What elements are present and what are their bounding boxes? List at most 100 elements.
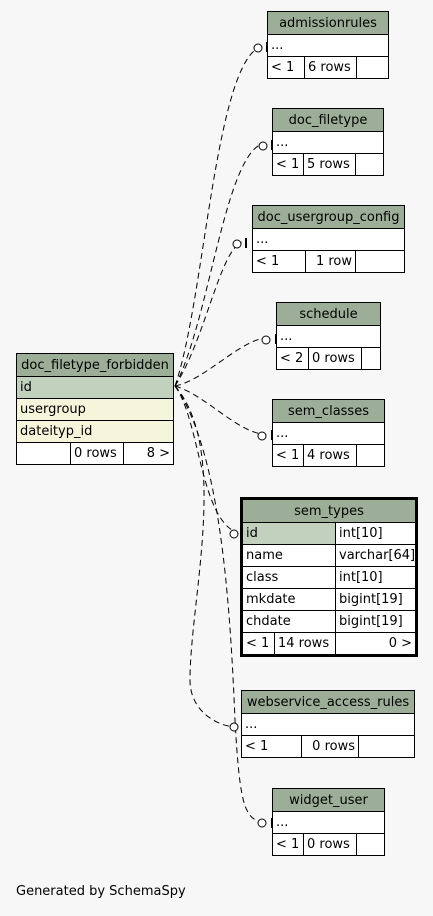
- table-doc-usergroup-config[interactable]: doc_usergroup_config ... < 1 1 row: [252, 205, 405, 273]
- column-row[interactable]: ...: [253, 228, 404, 250]
- column-ellipsis: ...: [271, 38, 284, 53]
- row-count: 5 rows: [303, 154, 355, 175]
- relation-admissionrules: [174, 45, 263, 387]
- column-name: id: [20, 380, 32, 395]
- table-stats: < 1 0 rows: [273, 833, 384, 855]
- children-count: [358, 736, 414, 757]
- column-row[interactable]: id: [17, 376, 173, 398]
- table-webservice-access-rules[interactable]: webservice_access_rules ... < 1 0 rows: [241, 690, 415, 758]
- table-header: webservice_access_rules: [242, 691, 414, 713]
- relation-sem-classes: [174, 385, 263, 435]
- row-count: 0 rows: [308, 348, 361, 369]
- column-row[interactable]: ...: [277, 325, 380, 347]
- column-ellipsis: ...: [276, 135, 289, 150]
- parents-count: < 1: [246, 636, 270, 651]
- table-stats: < 1 6 rows: [268, 56, 388, 78]
- column-row[interactable]: ...: [268, 34, 388, 56]
- column-name: usergroup: [20, 402, 86, 417]
- optional-marker-doc-filetype: [258, 141, 268, 151]
- table-header: sem_classes: [273, 400, 384, 422]
- footer-credit: Generated by SchemaSpy: [16, 884, 186, 899]
- parents-count: < 2: [280, 351, 304, 366]
- children-count: [356, 445, 384, 466]
- column-row[interactable]: id int[10]: [243, 522, 415, 544]
- table-header: doc_filetype_forbidden: [17, 354, 173, 376]
- parents-count: [17, 443, 70, 464]
- parents-count: < 1: [271, 60, 295, 75]
- column-row[interactable]: ...: [273, 422, 384, 444]
- column-row[interactable]: ...: [242, 713, 414, 735]
- parents-count: < 1: [256, 254, 280, 269]
- table-schedule[interactable]: schedule ... < 2 0 rows: [276, 302, 381, 370]
- table-stats: < 1 0 rows: [242, 735, 414, 757]
- parents-count: < 1: [276, 448, 300, 463]
- column-ellipsis: ...: [276, 426, 289, 441]
- row-count: 14 rows: [274, 633, 335, 654]
- row-count: 1 row: [305, 251, 355, 272]
- column-type: int[10]: [335, 523, 415, 544]
- row-count: 0 rows: [303, 834, 356, 855]
- children-count: [356, 57, 388, 78]
- children-count: [356, 834, 384, 855]
- table-header: widget_user: [273, 789, 384, 811]
- table-header: sem_types: [243, 500, 415, 522]
- column-ellipsis: ...: [276, 815, 289, 830]
- table-sem-types[interactable]: sem_types id int[10] name varchar[64] cl…: [240, 497, 418, 657]
- table-doc-filetype-forbidden[interactable]: doc_filetype_forbidden id usergroup date…: [16, 353, 174, 465]
- column-type: bigint[19]: [335, 611, 415, 632]
- column-row[interactable]: ...: [273, 811, 384, 833]
- children-count: 8 >: [123, 443, 173, 464]
- column-type: varchar[64]: [335, 545, 415, 566]
- column-row[interactable]: mkdate bigint[19]: [243, 588, 415, 610]
- column-row[interactable]: name varchar[64]: [243, 544, 415, 566]
- table-stats: 0 rows 8 >: [17, 442, 173, 464]
- table-stats: < 1 5 rows: [273, 153, 383, 175]
- column-ellipsis: ...: [256, 232, 269, 247]
- table-stats: < 1 14 rows 0 >: [243, 632, 415, 654]
- column-ellipsis: ...: [245, 717, 258, 732]
- column-row[interactable]: usergroup: [17, 398, 173, 420]
- optional-marker-schedule: [261, 335, 271, 345]
- column-name: mkdate: [246, 592, 296, 607]
- optional-marker-sem-types: [229, 529, 239, 539]
- table-header: admissionrules: [268, 12, 388, 34]
- parents-count: < 1: [276, 837, 300, 852]
- table-stats: < 1 1 row: [253, 250, 404, 272]
- relation-doc-filetype: [174, 142, 266, 387]
- table-admissionrules[interactable]: admissionrules ... < 1 6 rows: [267, 11, 389, 79]
- table-sem-classes[interactable]: sem_classes ... < 1 4 rows: [272, 399, 385, 467]
- column-row[interactable]: dateityp_id: [17, 420, 173, 442]
- relation-doc-usergroup-config: [174, 241, 243, 387]
- optional-marker-admissionrules: [253, 43, 263, 53]
- row-count: 0 rows: [301, 736, 358, 757]
- column-row[interactable]: chdate bigint[19]: [243, 610, 415, 632]
- column-name: name: [246, 548, 283, 563]
- column-row[interactable]: ...: [273, 131, 383, 153]
- column-type: int[10]: [335, 567, 415, 588]
- relation-sem-types: [174, 385, 239, 534]
- optional-marker-widget-user: [257, 818, 267, 828]
- column-ellipsis: ...: [280, 329, 293, 344]
- column-name: chdate: [246, 614, 291, 629]
- table-header: doc_filetype: [273, 109, 383, 131]
- optional-marker-doc-usergroup-config: [232, 239, 242, 249]
- children-count: [355, 154, 383, 175]
- relation-widget-user: [174, 385, 267, 824]
- optional-marker-sem-classes: [257, 431, 267, 441]
- table-stats: < 1 4 rows: [273, 444, 384, 466]
- column-name: dateityp_id: [20, 424, 93, 439]
- children-count: 0 >: [335, 633, 415, 654]
- row-count: 6 rows: [304, 57, 356, 78]
- row-count: 0 rows: [70, 443, 123, 464]
- column-name: id: [243, 523, 335, 544]
- children-count: [355, 251, 404, 272]
- table-header: doc_usergroup_config: [253, 206, 404, 228]
- relation-schedule: [174, 337, 267, 387]
- table-doc-filetype[interactable]: doc_filetype ... < 1 5 rows: [272, 108, 384, 176]
- table-stats: < 2 0 rows: [277, 347, 380, 369]
- table-widget-user[interactable]: widget_user ... < 1 0 rows: [272, 788, 385, 856]
- parents-count: < 1: [245, 739, 269, 754]
- column-row[interactable]: class int[10]: [243, 566, 415, 588]
- row-count: 4 rows: [303, 445, 356, 466]
- table-header: schedule: [277, 303, 380, 325]
